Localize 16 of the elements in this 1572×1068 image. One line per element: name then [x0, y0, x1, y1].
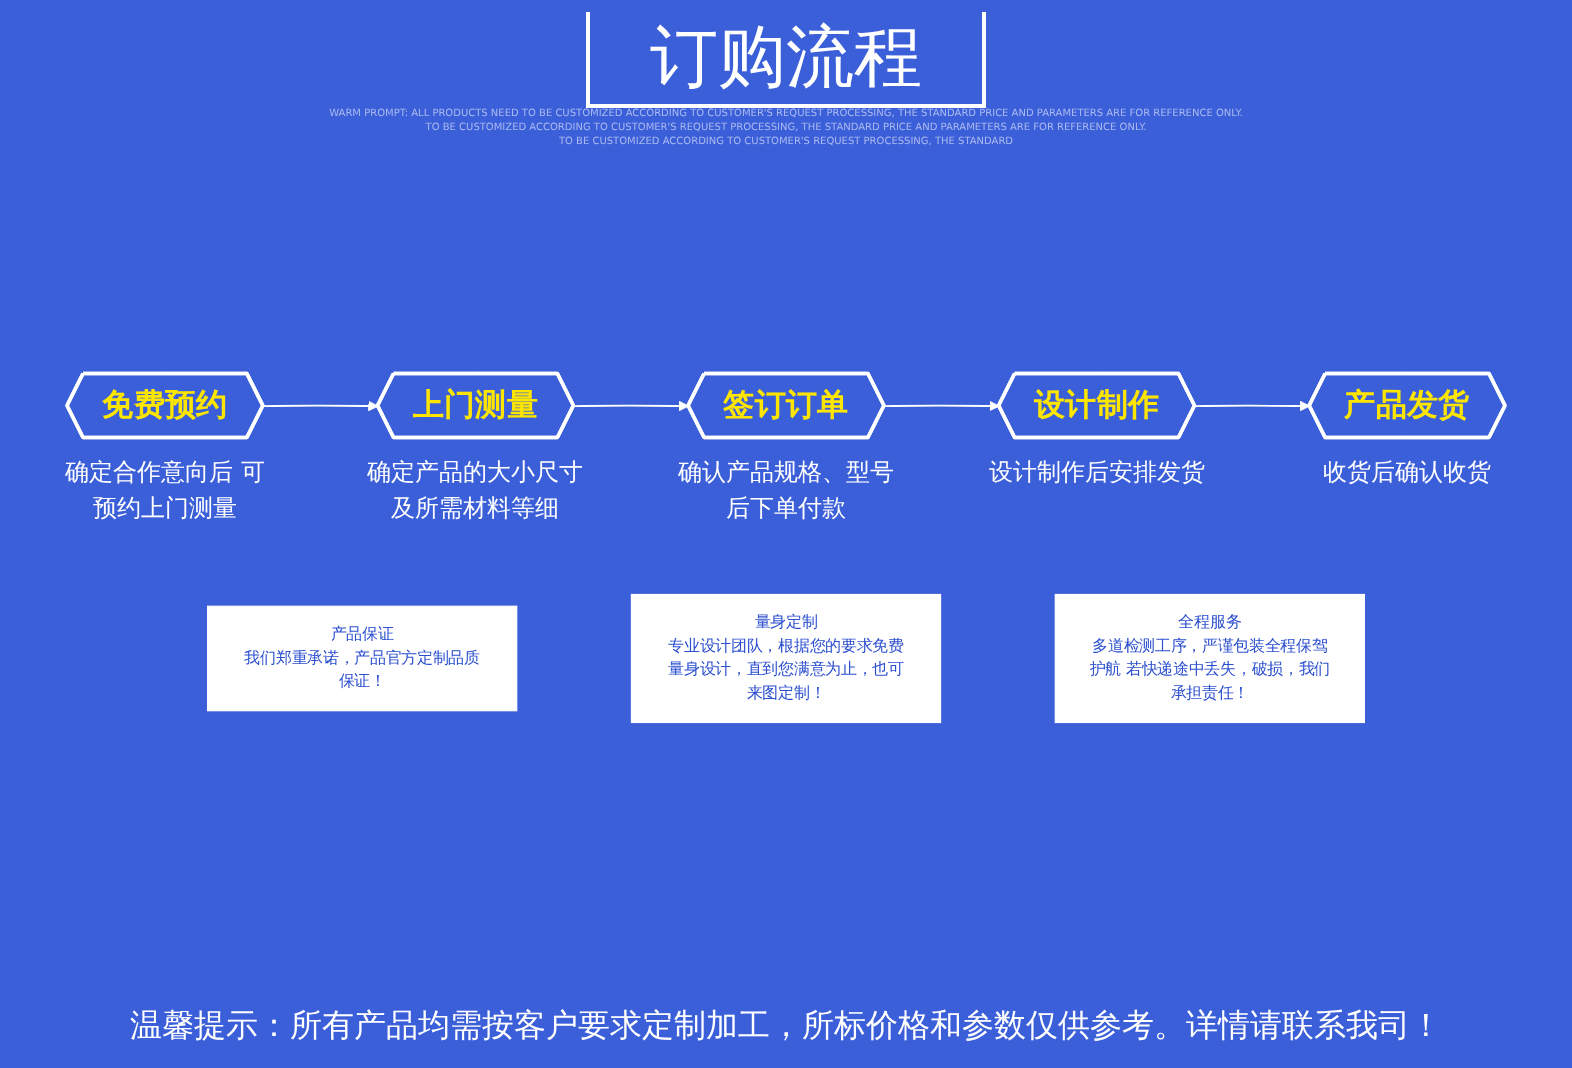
- step-hexagon: 签订订单: [686, 371, 886, 440]
- step-hexagon: 免费预约: [65, 371, 265, 440]
- step-hexagon: 设计制作: [996, 371, 1197, 440]
- step-description: 确定合作意向后 可预约上门测量: [63, 455, 267, 526]
- title: 订购流程: [586, 12, 986, 108]
- step-description: 确认产品规格、型号后下单付款: [676, 455, 896, 526]
- step-hexagon: 产品发货: [1307, 371, 1507, 440]
- step-hexagon: 上门测量: [375, 371, 576, 440]
- arrow: [883, 400, 1000, 412]
- arrow: [1194, 400, 1311, 412]
- step-description: 设计制作后安排发货: [986, 455, 1207, 490]
- arrow: [573, 400, 690, 412]
- arrow: [262, 400, 379, 412]
- step-description: 收货后确认收货: [1321, 455, 1494, 490]
- step-description: 确定产品的大小尺寸及所需材料等细: [365, 455, 586, 526]
- note: 温馨提示：所有产品均需按客户要求定制加工，所标价格和参数仅供参考。详情请联系我司！: [128, 1006, 1444, 1048]
